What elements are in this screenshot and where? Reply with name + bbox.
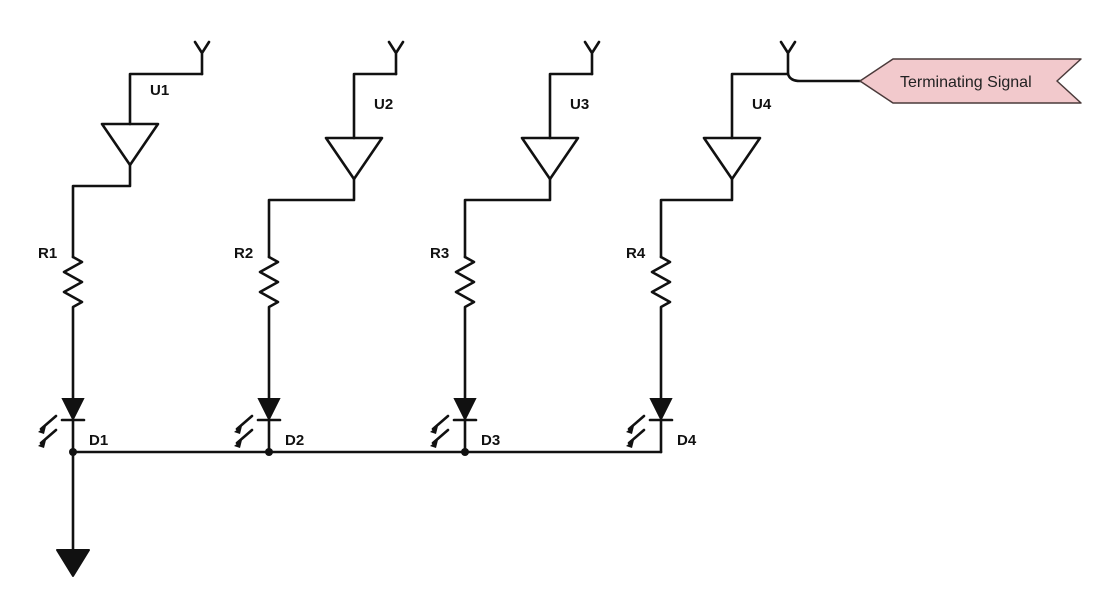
wire-u4-in (730, 72, 790, 140)
light-arrows-d4 (627, 414, 646, 445)
resistor-label-r1: R1 (38, 245, 57, 262)
resistor-label-r2: R2 (234, 245, 253, 262)
light-arrows-d2 (235, 414, 254, 445)
antenna-2 (387, 40, 405, 76)
light-arrowheads-d4 (626, 426, 634, 448)
buffer-label-u4: U4 (752, 96, 772, 113)
stage-2: U2 R2 D2 (234, 40, 405, 454)
resistor-label-r3: R3 (430, 245, 449, 262)
resistor-r2 (258, 255, 280, 400)
light-arrowheads-d2 (234, 426, 242, 448)
stage-4: U4 R4 D4 (626, 40, 862, 454)
wire-u3-out (463, 177, 552, 259)
led-d1 (38, 398, 86, 454)
led-label-d4: D4 (677, 432, 697, 449)
led-label-d1: D1 (89, 432, 108, 449)
buffer-label-u3: U3 (570, 96, 589, 113)
wire-u4-out (659, 177, 734, 259)
signal-label: Terminating Signal (900, 74, 1032, 91)
resistor-r4 (650, 255, 672, 400)
junction-dot-2 (265, 448, 273, 456)
resistor-r1 (62, 255, 84, 400)
buffer-u4 (702, 136, 762, 181)
led-d3 (430, 398, 478, 454)
resistor-r3 (454, 255, 476, 400)
buffer-u1 (100, 122, 160, 167)
led-label-d3: D3 (481, 432, 500, 449)
stage-3: U3 R3 D3 (430, 40, 601, 454)
terminating-signal-flag: Terminating Signal (859, 58, 1082, 104)
light-arrows-d1 (39, 414, 58, 445)
light-arrowheads-d1 (38, 426, 46, 448)
signal-flag-shape (859, 58, 1082, 104)
buffer-label-u1: U1 (150, 82, 169, 99)
led-d2 (234, 398, 282, 454)
buffer-u2 (324, 136, 384, 181)
wire-signal (786, 72, 862, 83)
led-label-d2: D2 (285, 432, 304, 449)
wire-u1-out (71, 163, 132, 259)
antenna-4 (779, 40, 797, 76)
light-arrows-d3 (431, 414, 450, 445)
wire-u3-in (548, 72, 594, 140)
buffer-u3 (520, 136, 580, 181)
resistor-label-r4: R4 (626, 245, 646, 262)
wire-u2-out (267, 177, 356, 259)
stage-1: U1 R1 D1 (38, 40, 211, 454)
antenna-3 (583, 40, 601, 76)
light-arrowheads-d3 (430, 426, 438, 448)
antenna-1 (193, 40, 211, 76)
ground-symbol (56, 549, 90, 577)
buffer-label-u2: U2 (374, 96, 393, 113)
wire-u1-in (128, 72, 204, 126)
led-d4 (626, 398, 674, 454)
wire-u2-in (352, 72, 398, 140)
junction-dot-3 (461, 448, 469, 456)
